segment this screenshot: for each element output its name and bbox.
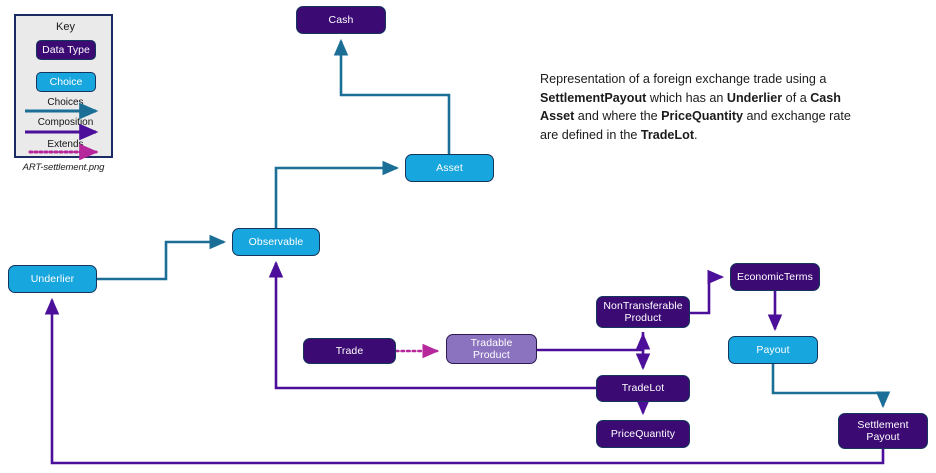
node-nontransferable-product[interactable]: NonTransferable Product — [596, 296, 690, 328]
edge-settlementpayout-to-underlier — [44, 297, 885, 465]
description-emphasis: TradeLot — [640, 127, 695, 142]
edge-observable-to-asset — [274, 160, 400, 228]
node-settlement-payout[interactable]: Settlement Payout — [838, 413, 928, 449]
node-trade[interactable]: Trade — [303, 338, 396, 364]
legend-title: Key — [56, 21, 75, 33]
node-tradable-product[interactable]: Tradable Product — [446, 334, 537, 364]
legend-key-box: Key Data Type Choice Choices Composition… — [14, 14, 113, 160]
legend-chip-choice: Choice — [36, 72, 96, 92]
description-span: which has an — [646, 90, 727, 105]
description-span: . — [694, 127, 698, 142]
legend-chip-data-type: Data Type — [36, 40, 96, 60]
node-payout[interactable]: Payout — [728, 336, 818, 364]
node-observable[interactable]: Observable — [232, 228, 320, 256]
edge-nontransferableproduct-to-economicterms — [690, 269, 725, 315]
description-span: of a — [782, 90, 811, 105]
description-emphasis: PriceQuantity — [661, 109, 744, 124]
node-economic-terms[interactable]: EconomicTerms — [730, 263, 820, 291]
legend-label-choices: Choices — [47, 97, 84, 108]
description-span: Representation of a foreign exchange tra… — [540, 72, 827, 86]
description-emphasis: Cash Asset — [540, 90, 841, 124]
description-span: and where the — [574, 109, 662, 124]
node-asset[interactable]: Asset — [405, 154, 494, 182]
edge-payout-to-settlementpayout — [771, 364, 891, 409]
edge-underlier-to-observable — [97, 234, 227, 281]
description-span: and exchange rate are defined in the — [540, 109, 851, 142]
legend-arrow-layer — [25, 102, 99, 160]
node-underlier[interactable]: Underlier — [8, 265, 97, 293]
edge-tradelot-to-observable — [268, 260, 596, 390]
legend-label-composition: Composition — [37, 117, 94, 128]
edge-asset-to-cash — [333, 38, 451, 154]
node-trade-lot[interactable]: TradeLot — [596, 375, 690, 402]
node-price-quantity[interactable]: PriceQuantity — [596, 420, 690, 448]
description-emphasis: SettlementPayout — [540, 90, 647, 105]
description-emphasis: Underlier — [726, 90, 783, 105]
edge-tradableproduct-to-nontransferableproduct — [537, 332, 651, 352]
description-text: Representation of a foreign exchange tra… — [540, 70, 858, 145]
node-cash[interactable]: Cash — [296, 6, 386, 34]
legend-label-extends: Extends — [47, 139, 84, 150]
legend-caption: ART-settlement.png — [22, 162, 105, 173]
